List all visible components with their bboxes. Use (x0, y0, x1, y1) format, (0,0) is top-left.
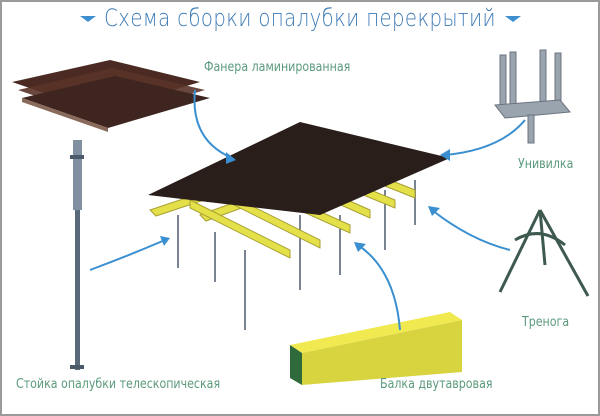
telescopic-prop (70, 140, 84, 370)
arrow-prop (89, 239, 166, 271)
arrow-tripod (431, 209, 511, 251)
label-fork: Унивилка (518, 157, 574, 172)
plywood-sheets (12, 60, 210, 132)
arrow-beam (357, 244, 401, 331)
diagram-title: Схема сборки опалубки перекрытий (104, 4, 496, 32)
label-beam: Балка двутавровая (380, 377, 493, 392)
arrow-plywood (193, 89, 233, 159)
i-beam (290, 312, 462, 385)
table-props (177, 180, 416, 330)
unifork (494, 49, 571, 144)
label-tripod: Тренога (522, 315, 570, 330)
title-triangle-left-icon (80, 16, 96, 22)
label-plywood: Фанера ламинированная (204, 60, 351, 75)
label-prop: Стойка опалубки телескопическая (16, 377, 221, 392)
table-deck (148, 122, 450, 215)
tripod (498, 209, 590, 297)
title-triangle-right-icon (505, 16, 521, 22)
arrow-fork (444, 119, 526, 156)
arrow-heads (160, 149, 450, 252)
pointer-arrows (89, 89, 526, 331)
